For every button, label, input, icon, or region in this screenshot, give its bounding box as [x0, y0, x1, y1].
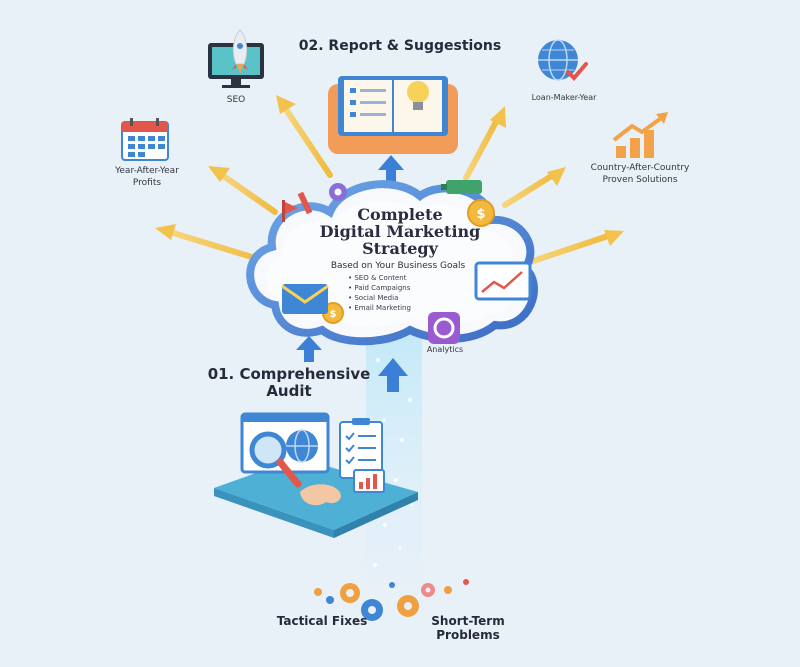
flag-icon [282, 200, 298, 222]
arrow-to-globe [463, 117, 500, 181]
yoy-profits-line-2: Profits [132, 178, 162, 188]
country-solutions-line-1: Country-After-Country [590, 163, 690, 173]
arrowhead-chart [547, 167, 566, 186]
analytics-label: Analytics [426, 345, 464, 354]
arrow-report-shaft [386, 168, 396, 188]
envelope-icon [281, 284, 329, 314]
strategy-title: Complete Digital Marketing Strategy [300, 206, 500, 257]
arrowhead-left [155, 224, 176, 240]
pencil-icon [297, 191, 313, 215]
arrow-to-right [527, 233, 611, 265]
strategy-bullet: Paid Campaigns [348, 283, 411, 293]
arrow-audit-head [296, 336, 322, 350]
calendar-icon [121, 118, 169, 161]
flow-arrows [296, 155, 408, 392]
tactical-gears [314, 579, 469, 621]
arrow-to-chart [502, 172, 556, 208]
strategy-bullets: SEO & Content Paid Campaigns Social Medi… [348, 273, 411, 313]
country-solutions-line-2: Proven Solutions [602, 175, 678, 185]
globe-check-icon [538, 39, 588, 81]
arrowhead-globe [490, 106, 506, 128]
clipboard-checklist-icon [339, 418, 385, 493]
coin-icon: $ [467, 199, 495, 227]
arrowhead-right [604, 230, 624, 246]
camera-lens-icon [428, 312, 460, 344]
growth-chart-icon [612, 112, 668, 158]
arrow-beam-head [378, 358, 408, 376]
arrowhead-yoy [208, 166, 230, 182]
arrow-to-seo [282, 105, 333, 178]
strategy-cloud [246, 180, 538, 346]
audit-platform [214, 458, 418, 538]
arrow-beam-shaft [387, 374, 399, 392]
strategy-title-line-1: Complete [357, 205, 443, 224]
audit-step-line-2: Audit [266, 382, 312, 400]
tactical-fixes-label: Tactical Fixes [276, 614, 368, 628]
country-solutions-label: Country-After-Country Proven Solutions [580, 162, 700, 186]
magnifier-globe-icon [240, 412, 330, 488]
line-chart-card-icon [474, 261, 532, 301]
strategy-bullet: Email Marketing [348, 303, 411, 313]
arrow-to-yoy [219, 172, 278, 215]
svg-text:$: $ [330, 309, 337, 320]
arrow-report-head [378, 155, 404, 170]
megaphone-icon [441, 180, 482, 194]
yoy-profits-label: Year-After-Year Profits [95, 165, 199, 189]
short-term-problems-label: Short-Term Problems [418, 614, 518, 642]
yoy-profits-line-1: Year-After-Year [115, 166, 179, 176]
leads-label: Loan-Maker-Year [531, 93, 597, 102]
strategy-title-line-2: Digital Marketing [319, 222, 481, 241]
strategy-bullet: Social Media [348, 293, 411, 303]
strategy-bullet: SEO & Content [348, 273, 411, 283]
audit-step-line-1: 01. Comprehensive [207, 365, 371, 383]
strategy-title-line-3: Strategy [362, 239, 438, 258]
open-book-bulb-icon [328, 76, 458, 154]
report-step-label: 02. Report & Suggestions [298, 38, 502, 54]
rocket-monitor-icon [208, 29, 264, 88]
seo-label: SEO [226, 95, 246, 105]
svg-text:$: $ [476, 207, 485, 222]
short-term-line-2: Problems [436, 628, 500, 642]
strategy-subtitle: Based on Your Business Goals [330, 261, 466, 271]
outcome-arrows [155, 95, 624, 265]
arrow-audit-shaft [304, 348, 314, 362]
gear-icon [329, 183, 347, 201]
arrowhead-seo [276, 95, 296, 114]
audit-step-label: 01. Comprehensive Audit [204, 366, 374, 400]
short-term-line-1: Short-Term [431, 614, 505, 628]
